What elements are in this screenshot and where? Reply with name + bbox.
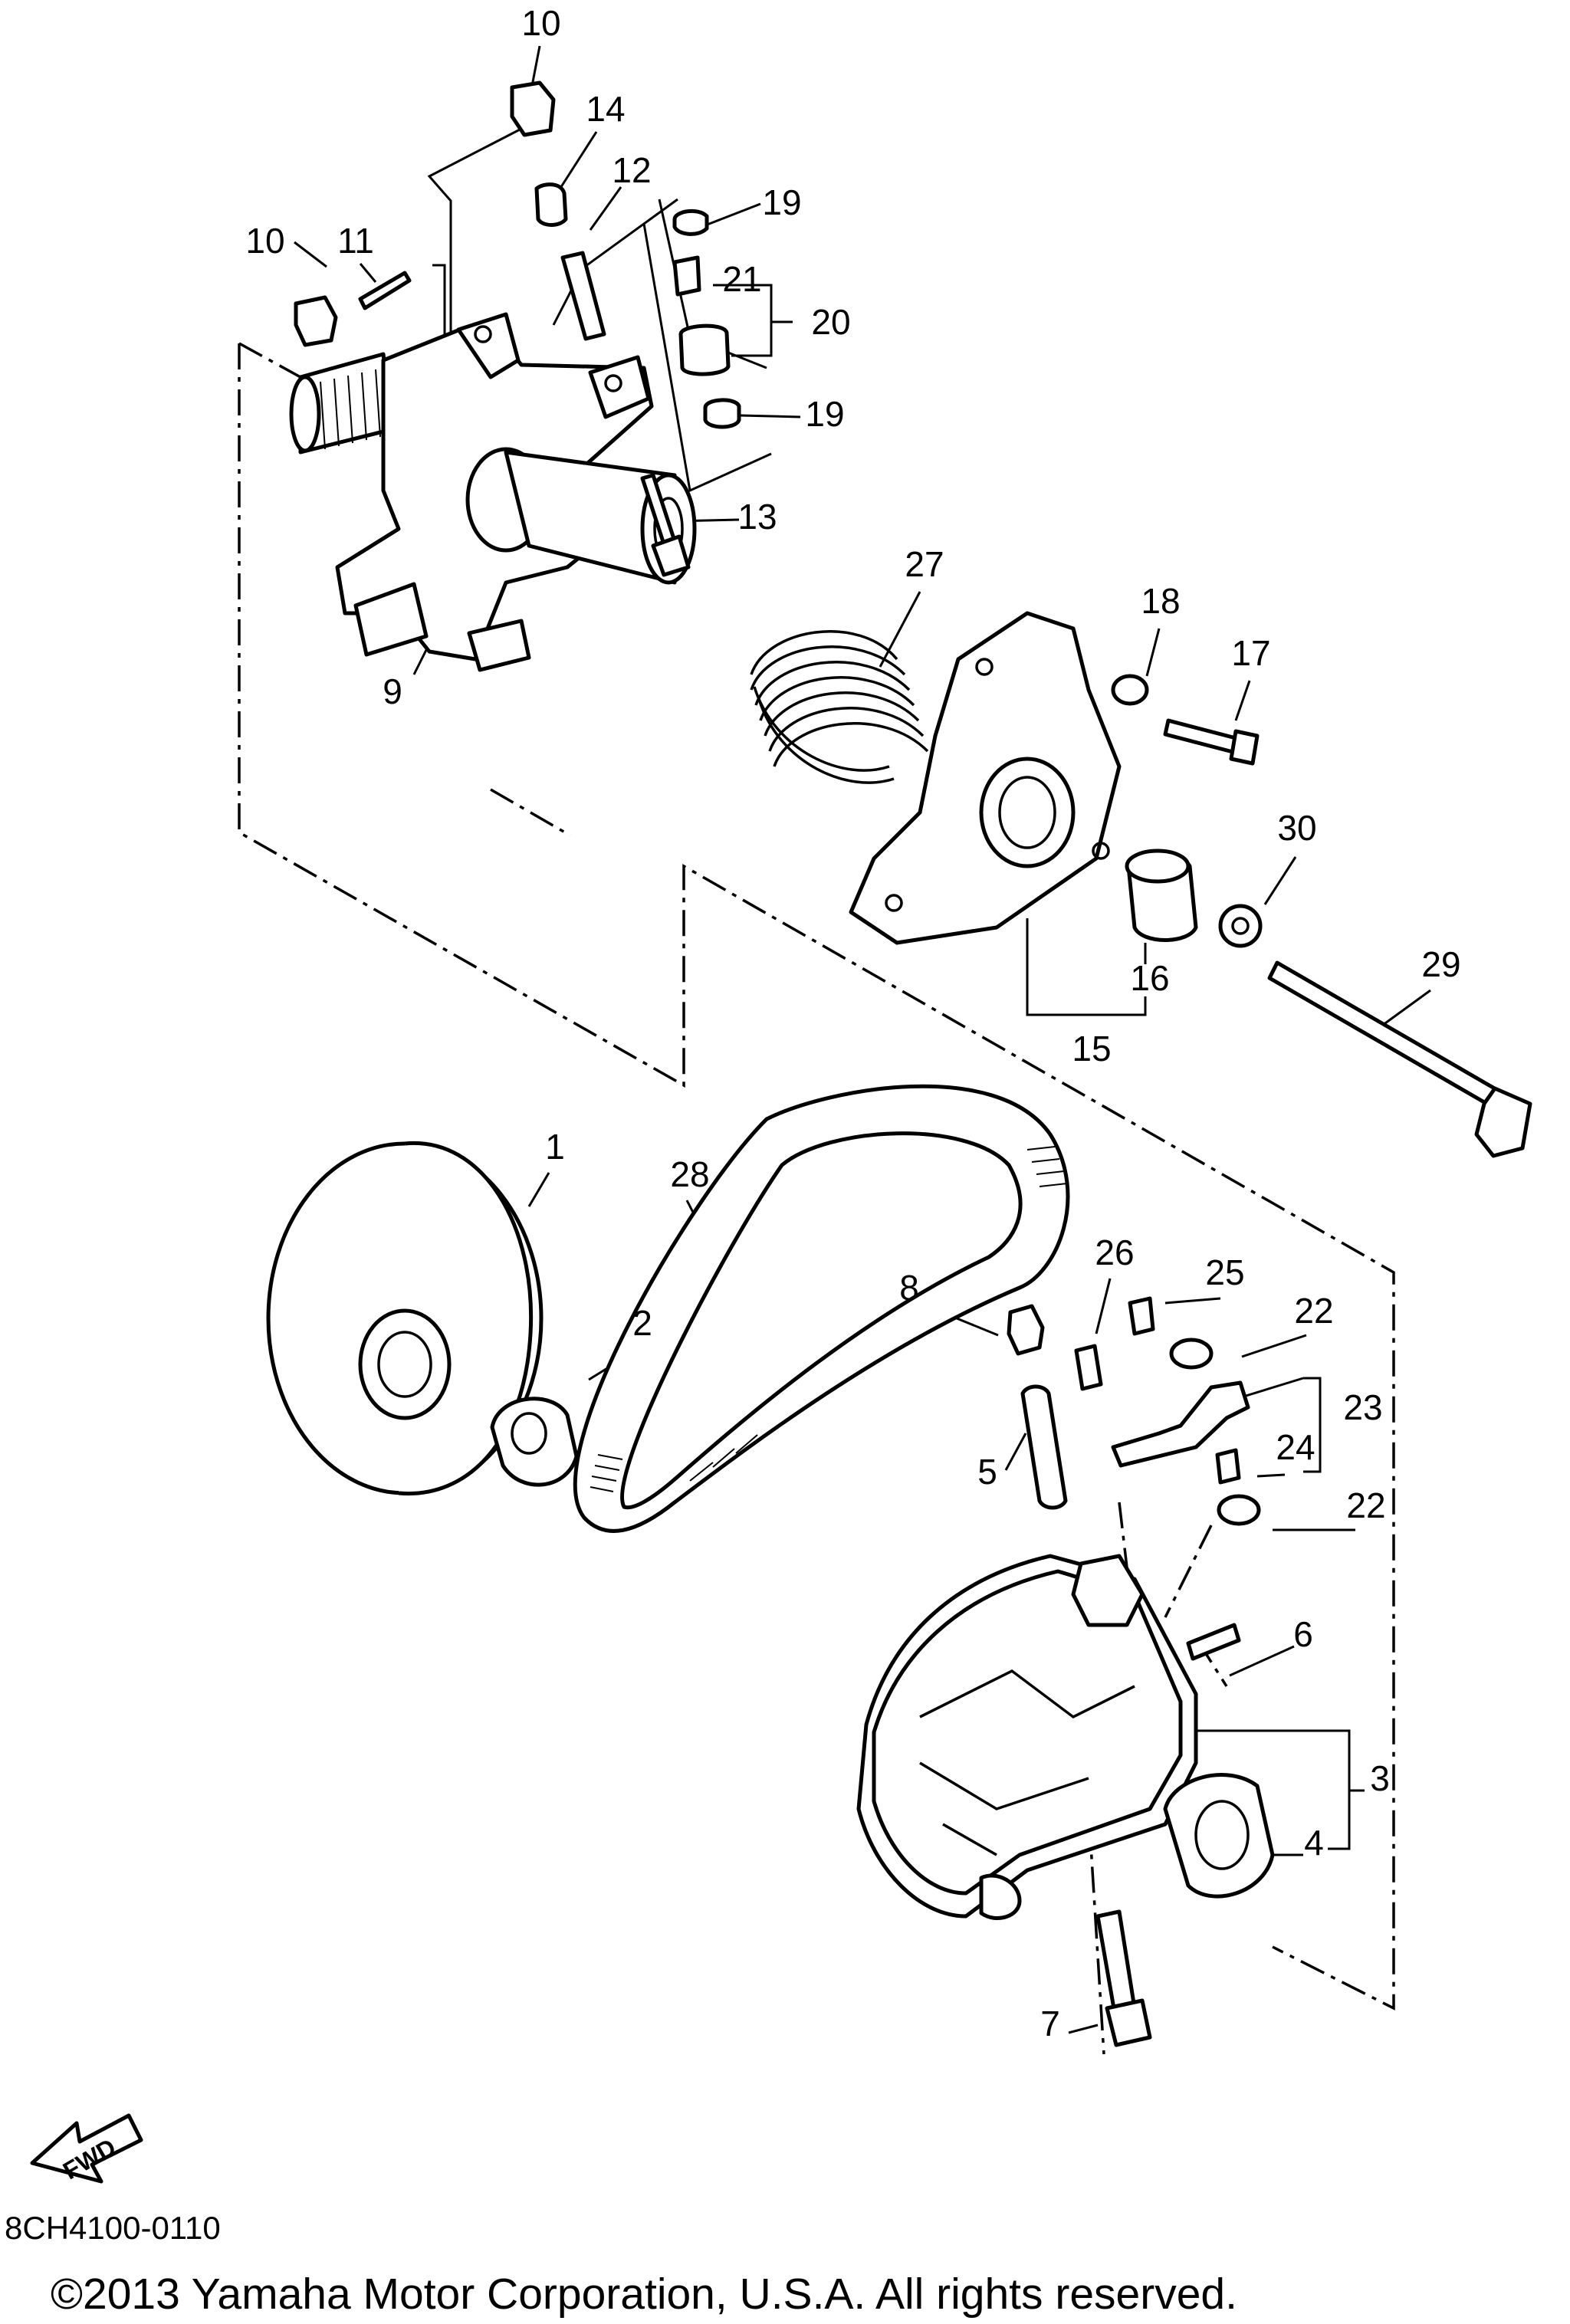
callout-4: 4 (1304, 1823, 1324, 1863)
callout-7: 7 (1040, 2004, 1060, 2043)
callout-26: 26 (1095, 1233, 1134, 1272)
callout-5: 5 (977, 1452, 997, 1492)
callout-1: 1 (545, 1127, 565, 1167)
callout-15: 15 (1072, 1029, 1111, 1068)
callout-6: 6 (1293, 1614, 1313, 1654)
callout-9: 9 (383, 671, 402, 711)
callout-20: 20 (811, 302, 850, 342)
callout-27: 27 (905, 544, 944, 584)
callout-17: 17 (1231, 633, 1270, 673)
fwd-arrow-icon: FWD (30, 2113, 143, 2184)
callout-12: 12 (612, 150, 651, 190)
callout-11: 11 (337, 221, 374, 261)
callout-16: 16 (1130, 958, 1169, 998)
callout-13: 13 (737, 497, 777, 537)
callout-2: 2 (632, 1303, 652, 1343)
callout-29: 29 (1421, 944, 1460, 984)
sheave-hardware (1007, 1296, 1261, 1661)
callout-18: 18 (1141, 581, 1180, 621)
drive-belt (573, 1084, 1070, 1533)
callout-28: 28 (670, 1154, 709, 1194)
callout-19: 19 (805, 394, 844, 434)
callout-14: 14 (586, 89, 625, 129)
hub-hardware (294, 80, 741, 577)
leader-lines (294, 45, 1431, 2034)
collar (490, 1397, 579, 1487)
callout-23: 23 (1343, 1387, 1382, 1427)
callout-24: 24 (1276, 1427, 1315, 1467)
spring (750, 630, 929, 784)
movable-sheave (856, 1554, 1275, 2047)
callout-22: 22 (1346, 1485, 1385, 1525)
spider-cover (849, 611, 1532, 1158)
callout-10: 10 (521, 3, 560, 43)
callout-30: 30 (1277, 808, 1316, 848)
spider-hub (289, 312, 697, 672)
callout-22: 22 (1294, 1291, 1333, 1331)
fixed-sheave (266, 1141, 544, 1496)
callout-8: 8 (899, 1268, 919, 1308)
part-code: 8CH4100-0110 (5, 2210, 221, 2246)
callout-25: 25 (1205, 1252, 1244, 1292)
copyright-notice: ©2013 Yamaha Motor Corporation, U.S.A. A… (51, 2270, 1237, 2319)
callout-21: 21 (722, 259, 761, 299)
callout-19: 19 (762, 182, 801, 222)
callout-10: 10 (245, 221, 284, 261)
callout-3: 3 (1370, 1758, 1390, 1798)
